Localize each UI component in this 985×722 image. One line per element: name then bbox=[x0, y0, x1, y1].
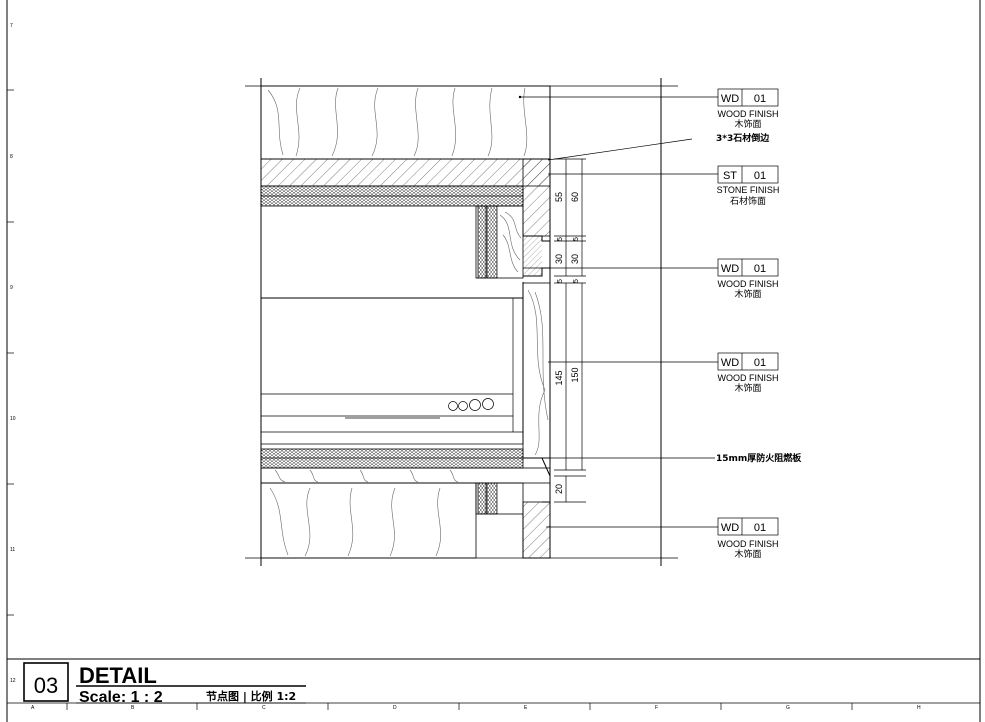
dimension-lines bbox=[554, 158, 586, 503]
drawing-title: DETAIL bbox=[79, 663, 157, 688]
light-bulbs-icon bbox=[448, 398, 494, 411]
left-ruler-label: 9 bbox=[10, 285, 13, 291]
svg-text:WD: WD bbox=[721, 357, 739, 369]
bottom-ruler-label: H bbox=[917, 705, 921, 711]
dimension-label: 60 bbox=[570, 192, 580, 202]
svg-text:木饰面: 木饰面 bbox=[734, 382, 761, 394]
svg-text:WOOD FINISH: WOOD FINISH bbox=[718, 109, 779, 119]
svg-text:WD: WD bbox=[721, 263, 739, 275]
svg-text:WOOD FINISH: WOOD FINISH bbox=[718, 279, 779, 289]
material-tag: WD 01 WOOD FINISH 木饰面 bbox=[718, 258, 779, 300]
svg-text:01: 01 bbox=[754, 170, 766, 182]
bottom-ruler-label: F bbox=[655, 705, 658, 711]
stone-edge-vertical bbox=[522, 158, 551, 237]
bottom-ruler-label: A bbox=[31, 705, 35, 711]
dimension-label: 30 bbox=[554, 254, 564, 264]
svg-text:01: 01 bbox=[754, 263, 766, 275]
dimension-label: 5 bbox=[573, 279, 580, 283]
material-tag: WD 01 WOOD FINISH 木饰面 bbox=[718, 352, 779, 394]
title-block: 03 DETAIL Scale: 1 : 2 节点图 | 比例 1:2 bbox=[23, 662, 306, 706]
left-ruler-label: 11 bbox=[10, 547, 15, 553]
material-tag: WD 01 WOOD FINISH 木饰面 bbox=[718, 88, 779, 130]
material-tag: WD 01 WOOD FINISH 木饰面 bbox=[718, 517, 779, 560]
bottom-ruler: A B C D E F G H bbox=[31, 703, 921, 711]
svg-text:WOOD FINISH: WOOD FINISH bbox=[718, 539, 779, 549]
bottom-ruler-label: B bbox=[131, 705, 135, 711]
svg-text:石材饰面: 石材饰面 bbox=[730, 195, 766, 207]
lower-wood-vertical bbox=[522, 282, 551, 459]
bottom-ruler-label: E bbox=[524, 705, 528, 711]
dimension-label: 5 bbox=[573, 237, 580, 241]
left-ruler-label: 7 bbox=[10, 23, 13, 29]
sheet-border bbox=[6, 0, 981, 722]
bottom-wood-block bbox=[260, 482, 477, 559]
drawing-cn-caption: 节点图 | 比例 1:2 bbox=[206, 689, 296, 703]
leader-lines bbox=[518, 95, 718, 528]
bottom-ruler-label: G bbox=[786, 705, 790, 711]
stone-edge-note: 3*3石材倒边 bbox=[716, 132, 770, 144]
dimension-label: 145 bbox=[554, 370, 564, 385]
svg-text:木饰面: 木饰面 bbox=[734, 118, 761, 130]
dimension-label: 20 bbox=[554, 484, 564, 494]
bottom-ruler-label: D bbox=[393, 705, 397, 711]
svg-text:STONE FINISH: STONE FINISH bbox=[717, 185, 780, 195]
dimension-label: 5 bbox=[557, 279, 564, 283]
left-ruler-label: 12 bbox=[10, 678, 16, 684]
left-ruler: 7 8 9 10 11 12 bbox=[7, 23, 16, 684]
svg-text:WOOD FINISH: WOOD FINISH bbox=[718, 373, 779, 383]
lower-wood-strip bbox=[260, 467, 551, 484]
material-tag: ST 01 STONE FINISH 石材饰面 bbox=[717, 165, 780, 207]
svg-text:WD: WD bbox=[721, 93, 739, 105]
svg-text:木饰面: 木饰面 bbox=[734, 288, 761, 300]
dimension-label: 5 bbox=[557, 237, 564, 241]
drawing-number: 03 bbox=[34, 673, 58, 698]
svg-text:WD: WD bbox=[721, 522, 739, 534]
svg-text:ST: ST bbox=[723, 170, 737, 182]
dimension-label: 55 bbox=[554, 192, 564, 202]
left-ruler-label: 10 bbox=[10, 416, 16, 422]
svg-text:木饰面: 木饰面 bbox=[734, 548, 761, 560]
dimension-label: 150 bbox=[570, 367, 580, 382]
svg-text:01: 01 bbox=[754, 93, 766, 105]
stone-layer bbox=[260, 158, 551, 187]
top-wood-block bbox=[260, 85, 551, 160]
fire-board-note: 15mm厚防火阻燃板 bbox=[716, 452, 802, 464]
section-detail: 55 60 5 5 30 30 5 5 145 150 20 bbox=[245, 78, 678, 566]
svg-text:01: 01 bbox=[754, 357, 766, 369]
svg-text:01: 01 bbox=[754, 522, 766, 534]
left-ruler-label: 8 bbox=[10, 154, 13, 160]
dimension-label: 30 bbox=[570, 254, 580, 264]
drawing-scale: Scale: 1 : 2 bbox=[79, 689, 163, 706]
bottom-ruler-label: C bbox=[262, 705, 266, 711]
fire-retardant-board bbox=[260, 448, 524, 469]
